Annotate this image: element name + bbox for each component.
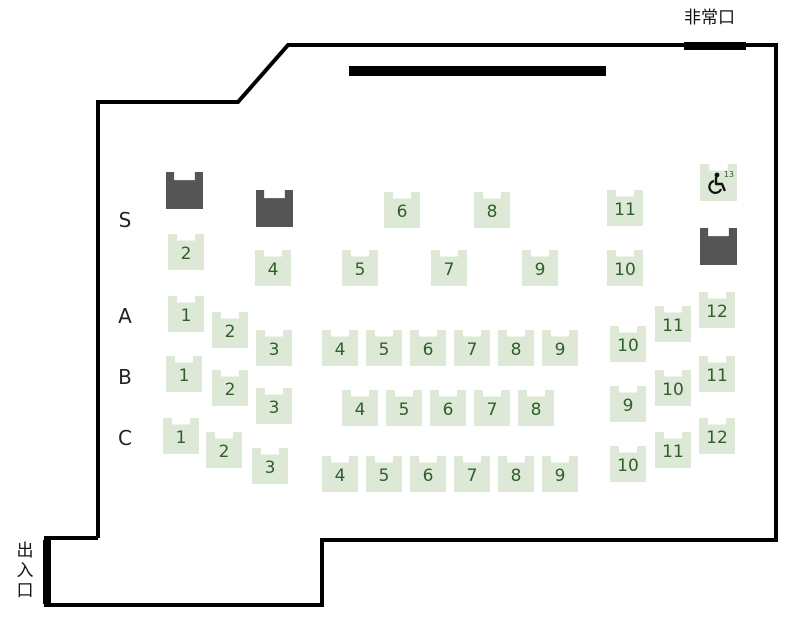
row-label-b: B — [118, 365, 132, 389]
seat-a-11[interactable]: 11 — [655, 306, 691, 342]
row-label-c: C — [118, 426, 132, 450]
wheelchair-seat-number: 13 — [723, 170, 734, 179]
seat-b-10[interactable]: 10 — [655, 370, 691, 406]
seat-c-11[interactable]: 11 — [655, 432, 691, 468]
row-label-s: S — [118, 208, 132, 232]
seat-a-6[interactable]: 6 — [410, 330, 446, 366]
seat-b-4[interactable]: 4 — [342, 390, 378, 426]
seat-b-7[interactable]: 7 — [474, 390, 510, 426]
seat-s-5[interactable]: 5 — [342, 250, 378, 286]
row-label-a: A — [118, 304, 132, 328]
entrance-exit-sign: 出入口 — [16, 541, 34, 601]
wheelchair-seat[interactable]: 13 — [700, 164, 737, 201]
wheelchair-icon — [708, 172, 726, 194]
emergency-exit-sign: 非常口 — [684, 8, 735, 28]
entrance-exit-text: 出入口 — [16, 541, 34, 601]
seat-b-5[interactable]: 5 — [386, 390, 422, 426]
seat-c-7[interactable]: 7 — [454, 456, 490, 492]
